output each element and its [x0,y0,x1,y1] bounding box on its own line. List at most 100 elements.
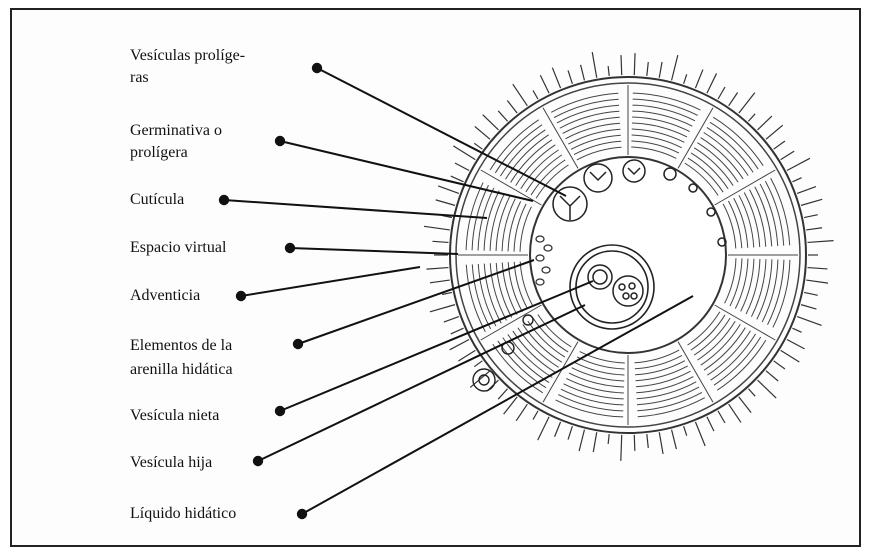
adventitia-ray [515,403,528,422]
cuticula-band [455,82,801,428]
arenilla-hidatica [535,235,553,286]
cuticle-lamella [635,370,691,388]
adventitia-ray [780,150,795,161]
cuticle-lamella [636,386,700,406]
vesiculas-proligeras [552,159,727,247]
cuticle-lamella [700,137,744,180]
cuticle-lamella [703,132,749,176]
cuticle-lamella [632,104,696,122]
adventitia-ray [620,434,623,461]
cuticle-lamella [631,146,677,159]
cuticle-lamella [515,144,556,186]
cuticle-lamella [477,187,495,251]
adventitia-ray [512,83,528,107]
adventitia-ray [792,327,802,333]
cuticle-lamella [501,262,518,315]
leader-liquido [296,295,694,520]
adventitia-ray [450,175,464,183]
cuticle-lamella [513,261,529,310]
cuticle-lamella [565,122,621,140]
label-vesiculas-1: Vesículas prolíge- [130,47,246,64]
cuticle-lamella [772,259,791,328]
cuticle-lamella [764,180,785,246]
adventitia-ray [800,304,817,310]
adventitia-ray [786,157,811,172]
adventitia-ray [747,113,756,122]
adventitia-ray [806,227,823,231]
adventitia-ray [806,279,829,284]
cuticle-lamella [636,376,694,394]
cuticle-lamella [555,399,624,418]
adventitia-ray [432,240,449,244]
adventitia-ray [482,114,499,131]
cuticle-lamella [687,311,721,346]
cuticle-lamella [566,377,624,394]
cuticle-lamella [631,134,682,149]
adventitia-ray [728,403,742,423]
adventitia-ray [537,416,550,441]
adventitia-ray [747,388,756,397]
label-espacio-virtual: Espacio virtual [130,239,227,256]
cuticle-lamella [712,116,764,167]
cuticle-lamella [632,110,693,127]
cuticle-lamella [770,178,791,246]
adventitia-ray [503,396,518,415]
cuticle-lamella [562,116,620,134]
adventitia-ray [426,266,449,270]
adventitia-ray [429,279,450,284]
leader-lines [218,62,694,520]
cuticle-lamella [471,264,492,330]
cuticle-lamella [634,349,680,364]
cuticle-lamella [571,367,625,382]
adventitia-ray [458,349,476,362]
leader-vesiculas [311,62,567,197]
cuticle-lamella [727,200,743,249]
adventitia-ray [683,426,688,436]
adventitia-ray [539,74,550,94]
leader-cuticula [218,194,488,219]
adventitia-ray [717,410,726,424]
cuticle-lamella [568,128,621,145]
cuticle-lamella [551,92,619,113]
adventitia-ray [706,416,715,432]
adventitia-ray [807,266,828,270]
cuticle-lamella [713,336,762,386]
cuticle-lamella [693,147,734,186]
adventitia-ray [497,110,509,122]
adventitia-ray [554,421,562,437]
adventitia-ray [807,240,834,244]
adventitia-ray [620,55,623,76]
adventitia-ray [646,62,649,77]
cuticle-lamella [684,162,719,196]
adventitia-ray [757,379,777,399]
leader-nieta [274,280,594,417]
cuticle-lamella [556,104,620,124]
cuticle-lamella [489,119,540,171]
adventitia-ray [592,432,598,453]
cuticle-lamella [635,365,688,382]
adventitia-ray [694,69,704,89]
adventitia-ray [580,64,586,81]
cuticle-lamella [579,351,625,364]
cuticle-lamella [636,381,697,400]
label-cuticula: Cutícula [130,191,185,208]
cuticle-lamella [483,190,500,251]
cuticle-lamella [749,189,767,247]
cuticle-lamella [687,157,724,193]
cuticle-lamella [532,317,569,353]
adventitia-ray [473,360,483,368]
adventitia-ray [717,86,726,100]
cuticle-lamella [507,262,523,313]
label-germinativa-2: prolígera [130,144,188,161]
cuticle-lamella [513,203,527,252]
adventitia-ray [435,199,456,206]
cuticle-lamella [690,314,726,351]
cuticle-lamella [710,333,757,381]
cuticle-lamella [465,182,484,251]
label-vesicula-nieta: Vesícula nieta [130,407,220,424]
adventitia-ray [567,426,573,440]
adventitia-ray [474,125,491,140]
cuticle-lamella [573,140,622,156]
adventitia-ray [567,70,573,84]
cuticle-lamella [761,259,779,323]
